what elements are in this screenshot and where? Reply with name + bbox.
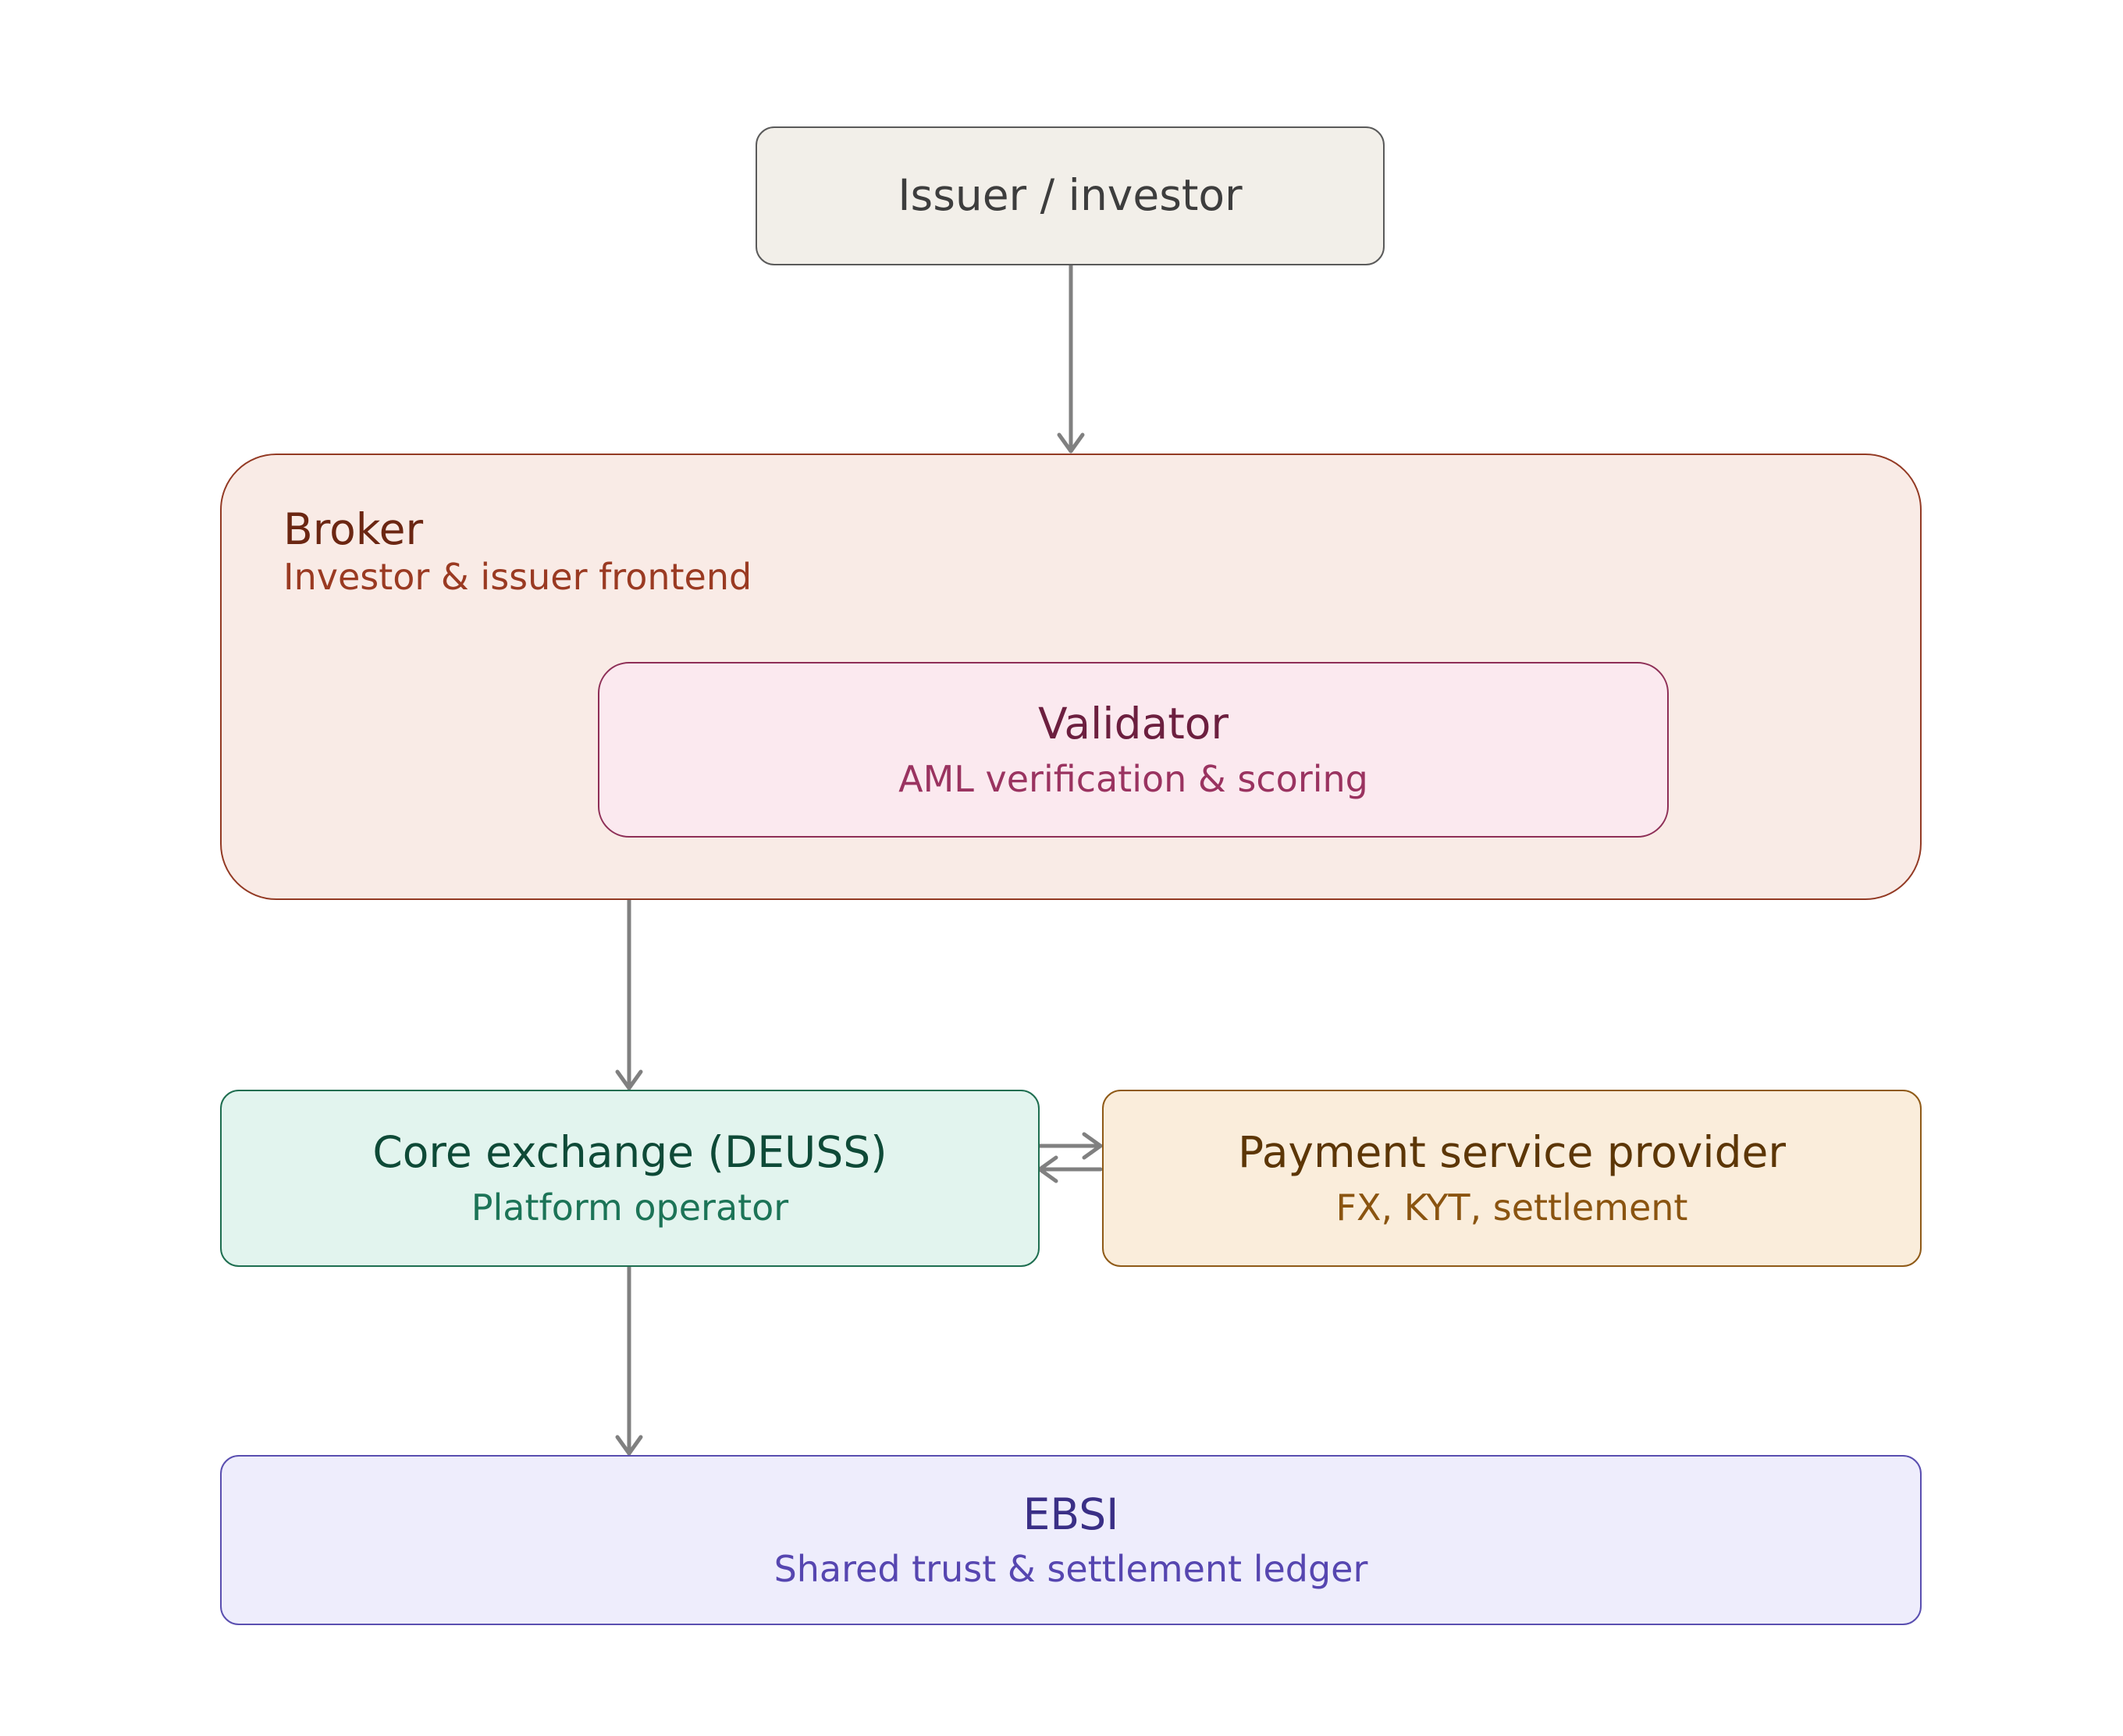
arrowhead-psp-to-core <box>1037 1155 1058 1183</box>
payment-service-provider-subtitle: FX, KYT, settlement <box>1335 1186 1688 1229</box>
broker-title: Broker <box>283 504 424 554</box>
issuer-investor-title: Issuer / investor <box>898 170 1243 221</box>
core-exchange-subtitle: Platform operator <box>471 1186 789 1229</box>
validator-subtitle: AML verification & scoring <box>898 757 1368 800</box>
core-exchange-title: Core exchange (DEUSS) <box>372 1127 887 1178</box>
ebsi-node: EBSI Shared trust & settlement ledger <box>220 1455 1922 1625</box>
arrowhead-broker-to-core <box>615 1069 643 1090</box>
arrowhead-core-to-ebsi <box>615 1435 643 1456</box>
broker-subtitle: Investor & issuer frontend <box>283 556 752 598</box>
arrowhead-core-to-psp <box>1082 1132 1103 1160</box>
validator-title: Validator <box>1037 699 1229 749</box>
payment-service-provider-title: Payment service provider <box>1238 1127 1786 1178</box>
arrowhead-issuer-to-broker <box>1057 432 1085 454</box>
validator-node: Validator AML verification & scoring <box>598 662 1669 838</box>
issuer-investor-node: Issuer / investor <box>756 126 1385 265</box>
payment-service-provider-node: Payment service provider FX, KYT, settle… <box>1102 1090 1922 1267</box>
core-exchange-node: Core exchange (DEUSS) Platform operator <box>220 1090 1040 1267</box>
ebsi-subtitle: Shared trust & settlement ledger <box>773 1548 1368 1591</box>
ebsi-title: EBSI <box>1022 1489 1119 1539</box>
